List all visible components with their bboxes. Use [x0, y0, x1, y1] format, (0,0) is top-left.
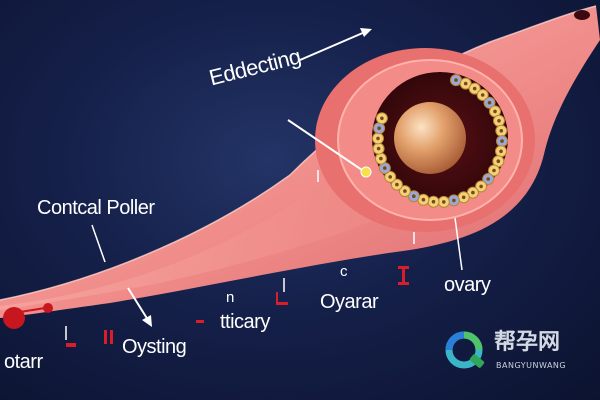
label-bottom-mid: Oysting: [122, 336, 187, 358]
follicle-cell-nucleus: [500, 139, 504, 143]
follicle-cell-nucleus: [377, 126, 381, 130]
follicle-cell-nucleus: [383, 166, 387, 170]
follicle-cell-nucleus: [497, 119, 501, 123]
tube-inner-band: [0, 100, 420, 310]
label-bottom-right-mid: Oyarar: [320, 291, 379, 313]
follicle-cell-nucleus: [380, 116, 384, 121]
red-markers: [66, 266, 409, 347]
tube-tip-dot: [43, 303, 53, 313]
follicle-cell-nucleus: [395, 182, 399, 187]
follicle-cell-nucleus: [431, 199, 436, 204]
pointer-line-ovary: [454, 217, 463, 271]
follicle-cell-nucleus: [463, 81, 468, 86]
follicle-cell-nucleus: [454, 78, 458, 82]
q-logo-icon: [445, 331, 485, 369]
follicle-cell-nucleus: [472, 86, 477, 91]
follicle-cell-nucleus: [461, 195, 466, 200]
follicle-cell-nucleus: [499, 149, 503, 154]
watermark: 帮孕网 BANGYUNWANG: [444, 330, 594, 374]
tube-tip-line: [19, 307, 46, 313]
white-ticks: [65, 232, 415, 340]
label-left: Contcal Poller: [37, 197, 155, 219]
follicle-cell-nucleus: [421, 197, 426, 202]
follicle-cell-nucleus: [471, 190, 475, 195]
follicle-cell-nucleus: [479, 184, 483, 189]
egg-cell: [394, 102, 466, 174]
tube-opening: [574, 10, 590, 20]
watermark-brand: 帮孕网: [494, 330, 561, 355]
label-mark-n: n: [226, 289, 234, 306]
follicle-cell-nucleus: [379, 156, 383, 161]
follicle-cell-nucleus: [376, 136, 380, 141]
label-bottom-left: otarr: [4, 351, 43, 373]
follicle-cells: [372, 74, 508, 208]
arrow-bottom: [127, 287, 152, 327]
pointer-line-top: [287, 119, 363, 171]
follicle-cell-nucleus: [480, 93, 485, 97]
follicle-cell-nucleus: [496, 159, 501, 163]
follicle-cell-nucleus: [388, 175, 393, 179]
label-bottom-center: tticary: [220, 311, 270, 333]
follicle-cell-nucleus: [376, 146, 381, 151]
label-mark-c: c: [340, 263, 348, 280]
tube-tip: [3, 307, 25, 329]
pointer-line-left: [91, 224, 106, 263]
watermark-sub: BANGYUNWANG: [496, 361, 567, 370]
follicle-cell-nucleus: [452, 198, 456, 203]
follicle-cell-nucleus: [403, 189, 407, 193]
follicle-cell-nucleus: [487, 100, 492, 105]
label-bottom-right: ovary: [444, 274, 491, 296]
follicle-cell-nucleus: [412, 194, 416, 198]
follicle-cell-nucleus: [499, 129, 504, 133]
follicle-cell-nucleus: [486, 177, 491, 181]
follicle-cell-nucleus: [442, 200, 446, 204]
arrow-top: [299, 28, 372, 61]
follicle-cell-nucleus: [493, 109, 497, 114]
follicle-cell-nucleus: [492, 168, 496, 173]
pointer-dot: [360, 166, 372, 178]
